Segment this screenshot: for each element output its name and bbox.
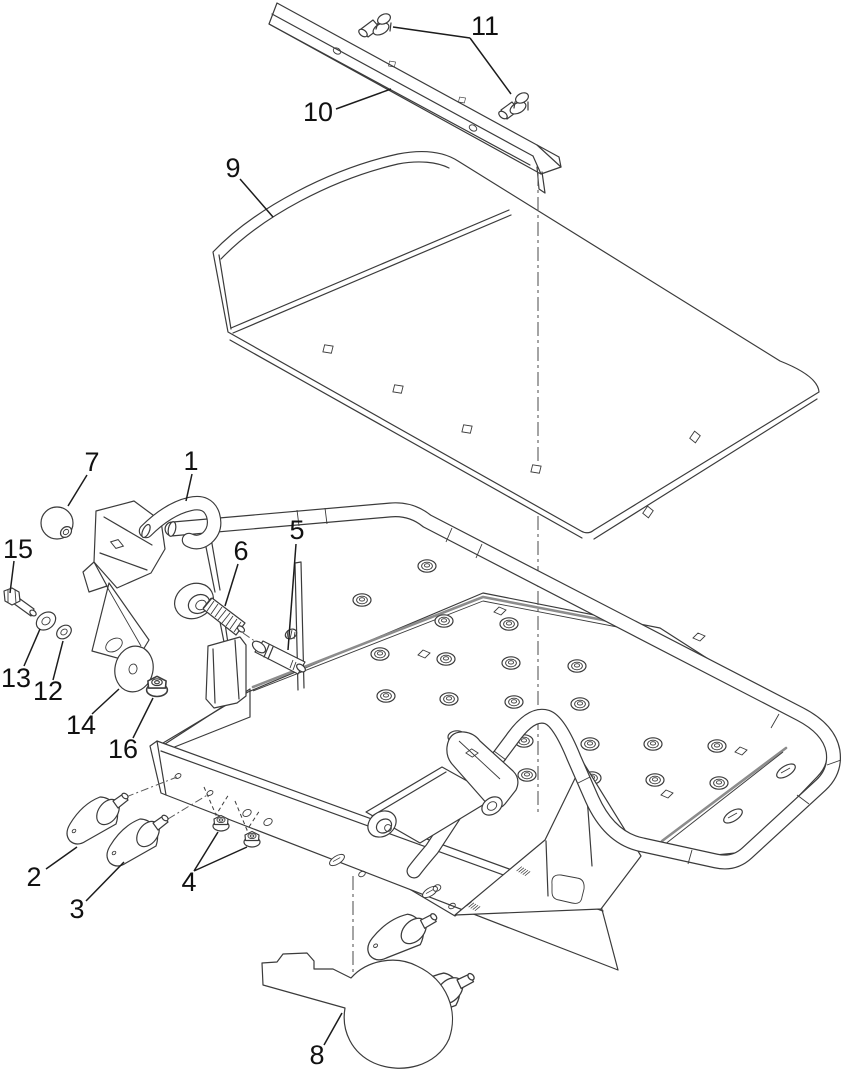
lever-handle-tube	[138, 495, 222, 550]
callout-3: 3	[69, 861, 125, 924]
callout-7-label: 7	[84, 447, 99, 477]
part-14-washer	[114, 645, 154, 693]
part-16-nut	[145, 675, 169, 698]
callout-7: 7	[67, 447, 100, 507]
callout-11: 11	[392, 11, 512, 95]
callout-13-label: 13	[1, 663, 31, 693]
callout-1-label: 1	[183, 446, 198, 476]
callout-15-label: 15	[3, 534, 33, 564]
lever-blade	[204, 537, 230, 653]
callout-1: 1	[183, 446, 199, 502]
part-1-lever-assembly	[82, 495, 247, 709]
callout-3-label: 3	[69, 894, 84, 924]
mounted-bumper-left	[365, 903, 440, 968]
bolt-upper	[358, 13, 392, 38]
callout-4-label: 4	[181, 867, 196, 897]
callout-13: 13	[1, 628, 41, 693]
callout-8: 8	[309, 1012, 343, 1070]
callout-11-label: 11	[471, 11, 499, 41]
callout-2-label: 2	[26, 862, 41, 892]
part-4-nuts	[203, 786, 261, 848]
pin-receiver-edge	[284, 561, 305, 691]
part-11-bolts	[358, 13, 529, 120]
callout-9: 9	[225, 153, 274, 218]
callout-5-label: 5	[289, 515, 304, 545]
callout-16-label: 16	[108, 734, 138, 764]
callout-14: 14	[66, 688, 120, 740]
callout-6-label: 6	[233, 536, 248, 566]
callout-12: 12	[33, 640, 64, 706]
part-15-bolt	[3, 587, 37, 617]
part-9-floor-pan	[212, 151, 820, 540]
callout-16: 16	[108, 697, 154, 764]
part-7-knob	[40, 506, 74, 540]
callouts: 1 2 3 4 5 6 7 8	[1, 11, 512, 1070]
part-6-threaded-stud	[202, 597, 246, 636]
callout-8-label: 8	[309, 1040, 324, 1070]
callout-4: 4	[181, 831, 248, 897]
part-8-lock-plate	[261, 952, 453, 1069]
callout-10: 10	[303, 88, 392, 127]
callout-10-label: 10	[303, 97, 333, 127]
mounted-latch	[365, 731, 519, 844]
callout-6: 6	[224, 536, 249, 607]
callout-12-label: 12	[33, 676, 63, 706]
part-12-spacer	[56, 624, 72, 640]
part-13-washer	[35, 611, 57, 631]
callout-9-label: 9	[225, 153, 240, 183]
tube-weld-ticks	[296, 507, 842, 865]
part-5-pin	[251, 640, 306, 675]
callout-14-label: 14	[66, 710, 96, 740]
callout-5: 5	[287, 515, 305, 651]
bolt-lower	[498, 92, 529, 120]
callout-2: 2	[26, 846, 78, 892]
part-10-mount-bar	[268, 2, 562, 194]
pivot-bracket	[205, 636, 247, 709]
tube-end-cap	[167, 521, 177, 537]
callout-15: 15	[3, 534, 33, 594]
